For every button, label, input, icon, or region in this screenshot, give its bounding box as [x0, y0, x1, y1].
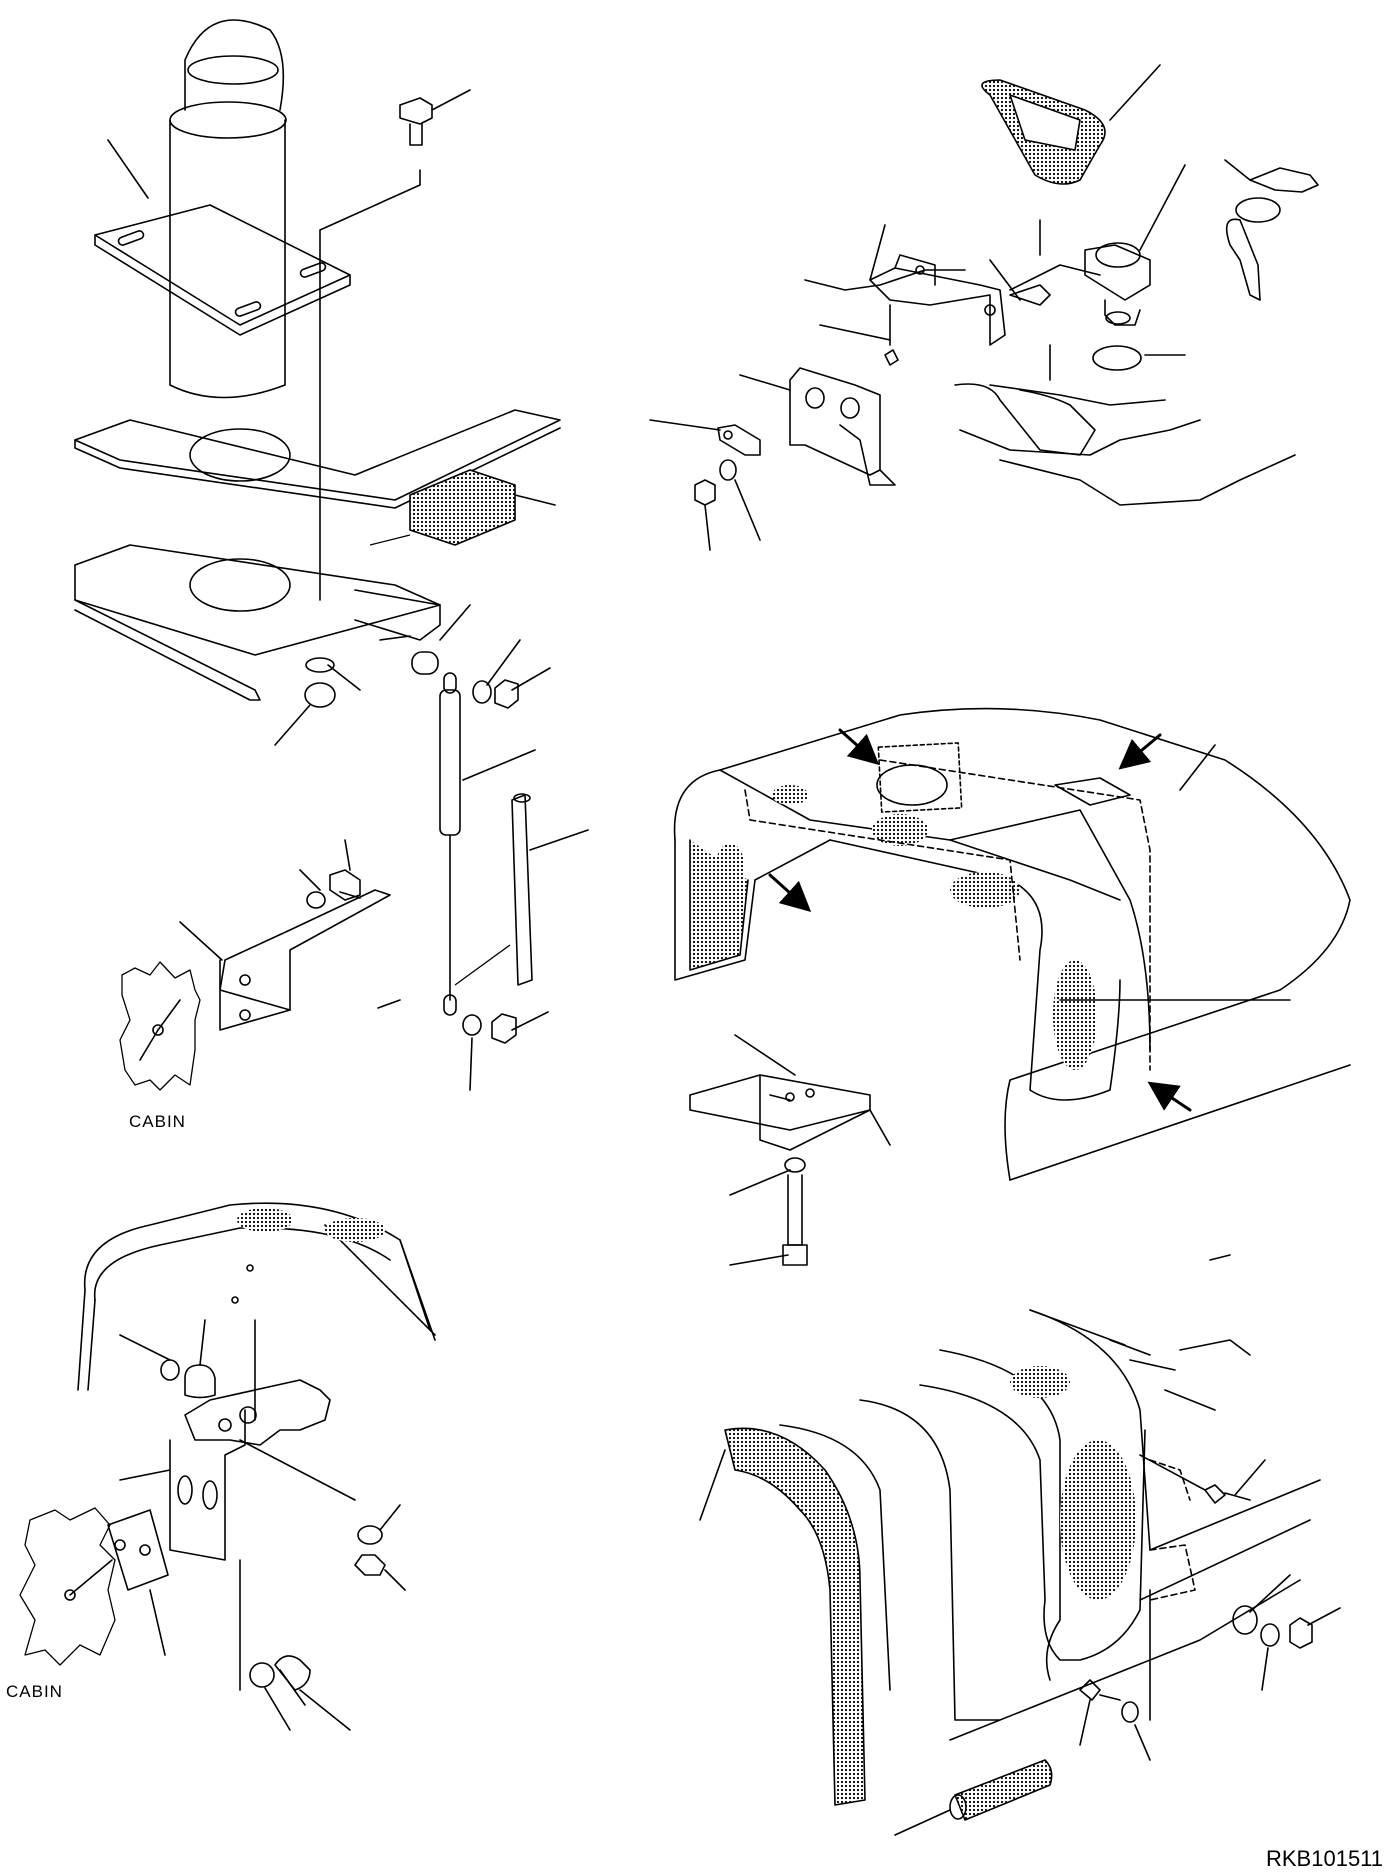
- hood-side-group: [699, 1254, 1341, 1836]
- cabin-label-lower: CABIN: [6, 1682, 63, 1701]
- lock-assembly-group: [649, 64, 1319, 551]
- hood-cover-group: [673, 707, 1351, 1266]
- exhaust-stack-group: [74, 19, 561, 746]
- gas-spring-group: [379, 604, 589, 1091]
- cabin-hinge-group: [19, 1202, 436, 1731]
- cabin-bracket-upper-group: [119, 839, 401, 1091]
- cabin-label-upper: CABIN: [129, 1112, 186, 1131]
- document-number: RKB101511: [1266, 1846, 1384, 1871]
